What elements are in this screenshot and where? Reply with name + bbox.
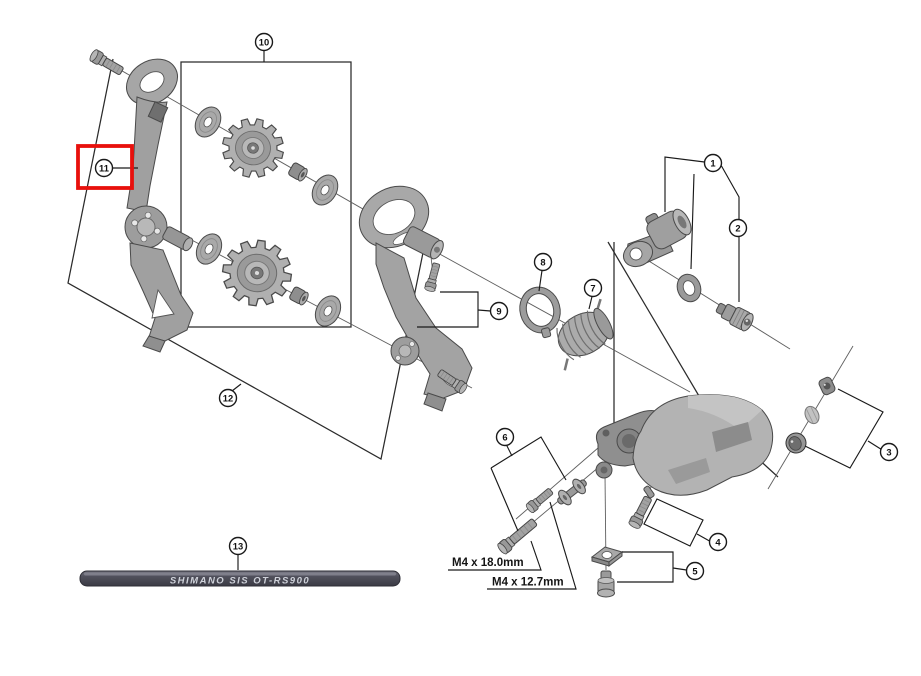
svg-text:6: 6 — [502, 431, 507, 442]
cage-bolt-upper — [423, 261, 443, 293]
svg-text:2: 2 — [735, 222, 740, 233]
callout-11[interactable]: 11 — [94, 158, 114, 178]
callout-10[interactable]: 10 — [254, 32, 274, 52]
outer-casing-print: SHIMANO SIS OT-RS900 — [170, 576, 310, 587]
label-screw-size-long: M4 x 18.0mm — [452, 557, 524, 569]
svg-text:12: 12 — [223, 392, 233, 403]
callout-7[interactable]: 7 — [583, 278, 603, 298]
derailleur-body — [595, 394, 774, 496]
svg-text:7: 7 — [590, 282, 595, 293]
pulley-group — [189, 101, 347, 332]
pulley-washer — [306, 169, 344, 211]
outer-plate — [358, 185, 473, 412]
cable-adjuster-parts — [785, 376, 836, 454]
pulley-washer — [190, 228, 228, 270]
cable-fixing-plate — [590, 546, 624, 568]
callout-9[interactable]: 9 — [489, 301, 509, 321]
callout-13[interactable]: 13 — [228, 536, 248, 556]
adjust-pin — [643, 485, 655, 499]
callout-6[interactable]: 6 — [495, 427, 515, 447]
callout-4[interactable]: 4 — [708, 532, 728, 552]
svg-text:10: 10 — [259, 36, 269, 47]
svg-text:9: 9 — [496, 305, 501, 316]
svg-text:1: 1 — [710, 157, 715, 168]
pulley-group-outline — [180, 61, 352, 328]
svg-text:11: 11 — [99, 162, 109, 173]
plate-axle-bolt — [87, 47, 126, 78]
selected-part-highlight — [76, 144, 134, 190]
svg-text:8: 8 — [540, 256, 545, 267]
tension-pulley — [217, 235, 297, 311]
svg-text:5: 5 — [692, 565, 697, 576]
adjust-screw-pin — [557, 478, 587, 506]
axle-washer — [676, 273, 702, 303]
pulley-bushing — [287, 161, 310, 183]
callout-8[interactable]: 8 — [533, 252, 553, 272]
outer-casing: SHIMANO SIS OT-RS900 — [79, 570, 401, 587]
pulley-washer — [189, 101, 227, 143]
svg-text:13: 13 — [233, 540, 243, 551]
label-screw-size-short: M4 x 12.7mm — [492, 577, 564, 589]
callout-1[interactable]: 1 — [703, 153, 723, 173]
tension-spring — [556, 298, 614, 371]
e-ring — [519, 286, 561, 339]
guide-pulley — [215, 111, 291, 185]
pulley-washer — [309, 290, 347, 332]
inner-plate — [124, 58, 194, 353]
callout-3[interactable]: 3 — [879, 442, 899, 462]
svg-text:4: 4 — [715, 536, 721, 547]
callout-5[interactable]: 5 — [685, 561, 705, 581]
pulley-bushing — [288, 285, 311, 307]
stroke-adjust-screw-long — [495, 516, 540, 556]
stopper-bolt — [715, 302, 754, 332]
callout-12[interactable]: 12 — [218, 388, 238, 408]
svg-text:3: 3 — [886, 446, 891, 457]
callout-2[interactable]: 2 — [728, 218, 748, 238]
bracket-axle-unit — [622, 208, 692, 268]
stroke-adjust-screw-short — [524, 486, 556, 515]
cable-fixing-bolt — [597, 570, 615, 598]
